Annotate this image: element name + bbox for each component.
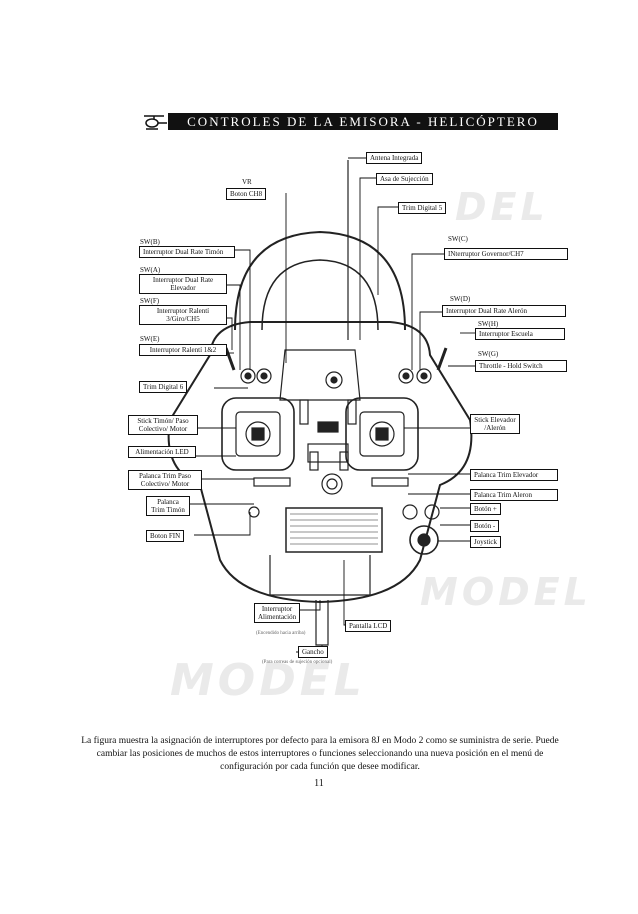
swg-label: SW(G) (478, 350, 499, 358)
boton-fin-label: Boton FIN (146, 530, 185, 542)
encendido-note: (Encendido hacia arriba) (256, 631, 306, 636)
stick-right-label: Stick Elevador /Alerón (470, 414, 520, 434)
swh-box: Interruptor Escuela (475, 328, 565, 340)
swa-box: Interruptor Dual Rate Elevador (139, 274, 227, 294)
asa-label: Asa de Sujección (376, 173, 433, 185)
swc-label: SW(C) (448, 235, 468, 243)
palanca-aleron-label: Palanca Trim Aleron (470, 489, 558, 501)
swd-label: SW(D) (450, 295, 471, 303)
section-title: CONTROLES DE LA EMISORA - HELICÓPTERO (168, 113, 558, 130)
vr-label: VR (242, 178, 252, 186)
watermark-model-3: MODEL (170, 655, 366, 706)
watermark-model-2: MODEL (420, 570, 592, 614)
swa-label: SW(A) (140, 266, 161, 274)
swe-label: SW(E) (140, 335, 160, 343)
swd-box: Interruptor Dual Rate Alerón (442, 305, 566, 317)
watermark-model-1: DEL (455, 185, 549, 229)
joystick-label: Joystick (470, 536, 501, 548)
trim6-label: Trim Digital 6 (139, 381, 188, 393)
swb-box: Interruptor Dual Rate Timón (139, 246, 235, 258)
helicopter-icon (144, 115, 167, 130)
led-label: Alimentación LED (128, 446, 196, 458)
interruptor-alim-label: Interruptor Alimentación (254, 603, 300, 623)
palanca-timon-label: Palanca Trim Timón (146, 496, 190, 516)
swg-box: Throttle - Hold Switch (475, 360, 567, 372)
gancho-note: (Para correas de sujeción opcional) (262, 660, 333, 665)
swh-label: SW(H) (478, 320, 499, 328)
gancho-label: Gancho (298, 646, 328, 658)
boton-mas-label: Botón + (470, 503, 501, 515)
figure-caption: La figura muestra la asignación de inter… (81, 736, 559, 772)
swe-box: Interruptor Ralentí 1&2 (139, 344, 227, 356)
pantalla-label: Pantalla LCD (345, 620, 392, 632)
swc-box: INterruptor Governor/CH7 (444, 248, 568, 260)
boton-menos-label: Botón - (470, 520, 500, 532)
swb-label: SW(B) (140, 238, 160, 246)
stick-left-label: Stick Timón/ Paso Colectivo/ Motor (128, 415, 198, 435)
swf-label: SW(F) (140, 297, 160, 305)
swf-box: Interruptor Ralentí 3/Giro/CH5 (139, 305, 227, 325)
palanca-elev-label: Palanca Trim Elevador (470, 469, 558, 481)
trim5-label: Trim Digital 5 (398, 202, 447, 214)
boton-ch8-label: Boton CH8 (226, 188, 267, 200)
page-number: 11 (314, 778, 324, 789)
antena-label: Antena Integrada (366, 152, 423, 164)
palanca-paso-label: Palanca Trim Paso Colectivo/ Motor (128, 470, 202, 490)
